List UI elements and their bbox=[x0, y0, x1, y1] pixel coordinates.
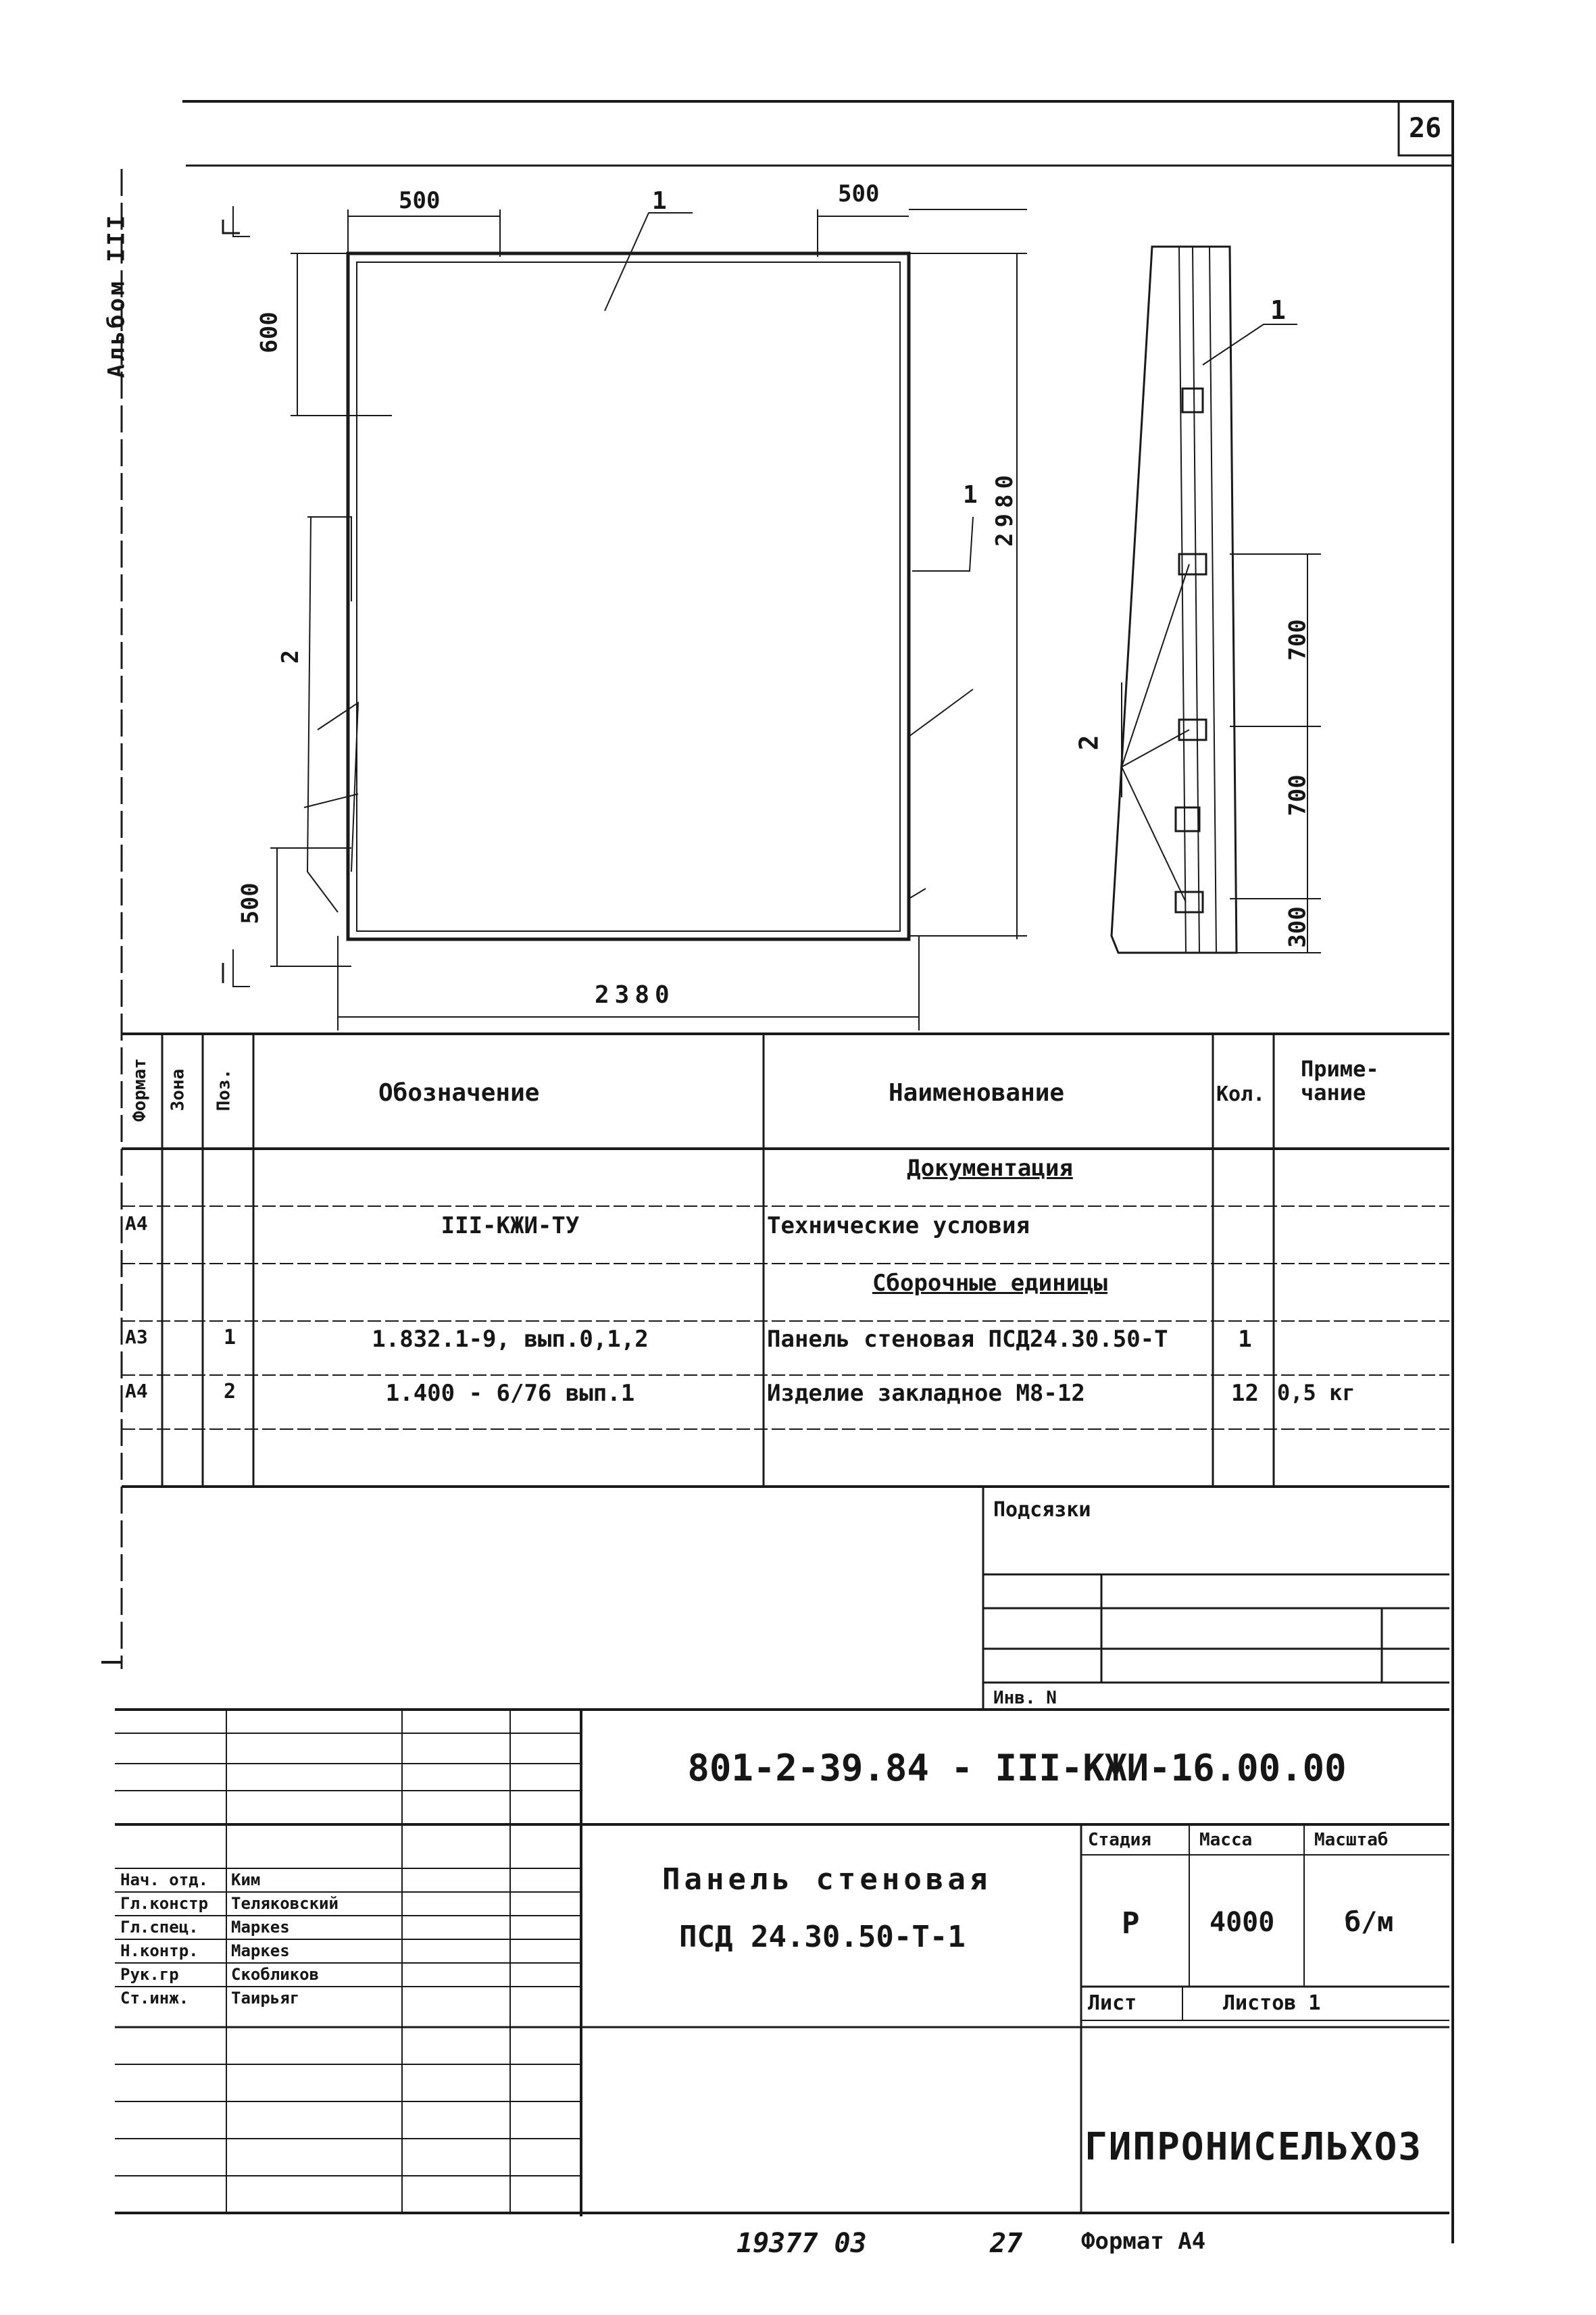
cell-qty: 1 bbox=[1238, 1326, 1252, 1353]
dim-top-left: 500 bbox=[399, 187, 441, 214]
mass-label: Масса bbox=[1199, 1830, 1253, 1850]
cell-name: Панель стеновая ПСД24.30.50-Т bbox=[767, 1326, 1168, 1353]
album-label: Альбом III bbox=[103, 212, 130, 378]
header-format: Формат bbox=[129, 1058, 150, 1122]
front-callout-1b: 1 bbox=[963, 481, 978, 509]
signature-name: Маркеs bbox=[231, 1941, 290, 1960]
cell-name: Изделие закладное М8-12 bbox=[767, 1380, 1085, 1407]
front-callout-2: 2 bbox=[277, 649, 305, 664]
side-callout-1: 1 bbox=[1270, 295, 1286, 325]
cell-format: А3 bbox=[125, 1326, 148, 1348]
signature-name: Скобликов bbox=[231, 1965, 320, 1984]
signature-role: Нач. отд. bbox=[120, 1870, 209, 1889]
links-label: Подсязки bbox=[993, 1498, 1091, 1522]
cell-designation: 1.400 - 6/76 вып.1 bbox=[385, 1380, 635, 1407]
organization: ГИПРОНИСЕЛЬХОЗ bbox=[1084, 2125, 1423, 2169]
cell-format: А4 bbox=[125, 1380, 148, 1402]
sheet-label: Лист bbox=[1088, 1991, 1137, 2015]
side-callout-2: 2 bbox=[1074, 735, 1104, 751]
side-dim-a: 700 bbox=[1284, 619, 1312, 661]
signature-name: Теляковский bbox=[231, 1894, 339, 1913]
dim-top-right: 500 bbox=[838, 180, 880, 207]
sheets-label: Листов 1 bbox=[1223, 1991, 1321, 2015]
cell-name: Документация bbox=[907, 1155, 1073, 1182]
footer-format-label: Формат А4 bbox=[1081, 2228, 1206, 2255]
footer-sheet-no: 27 bbox=[990, 2228, 1023, 2259]
signature-role: Рук.гр bbox=[120, 1965, 179, 1984]
scale-value: б/м bbox=[1345, 1907, 1394, 1938]
cell-pos: 2 bbox=[223, 1380, 236, 1403]
header-designation: Обозначение bbox=[378, 1079, 540, 1107]
page-number: 26 bbox=[1409, 113, 1442, 144]
dim-right: 2980 bbox=[991, 470, 1018, 547]
mass-value: 4000 bbox=[1210, 1907, 1275, 1938]
side-dim-c: 300 bbox=[1284, 906, 1312, 948]
signature-name: Маркеs bbox=[231, 1918, 290, 1937]
title-line-2: ПСД 24.30.50-Т-1 bbox=[679, 1920, 966, 1954]
signature-role: Гл.констр bbox=[120, 1894, 209, 1913]
cell-format: А4 bbox=[125, 1212, 148, 1235]
document-code: 801-2-39.84 - III-КЖИ-16.00.00 bbox=[687, 1747, 1347, 1789]
header-name: Наименование bbox=[889, 1079, 1065, 1107]
cell-designation: III-КЖИ-ТУ bbox=[441, 1212, 580, 1239]
cell-name: Технические условия bbox=[767, 1212, 1030, 1239]
front-callout-1a: 1 bbox=[652, 187, 667, 215]
cell-note: 0,5 кг bbox=[1277, 1380, 1355, 1405]
inv-label: Инв. N bbox=[993, 1688, 1057, 1708]
cell-qty: 12 bbox=[1231, 1380, 1259, 1407]
signature-name: Таирьяг bbox=[231, 1989, 300, 2008]
footer-number: 19377 03 bbox=[737, 2228, 867, 2259]
header-qty: Кол. bbox=[1216, 1082, 1266, 1106]
dim-left-upper: 600 bbox=[255, 312, 283, 353]
cell-pos: 1 bbox=[223, 1326, 236, 1349]
title-line-1: Панель стеновая bbox=[662, 1862, 992, 1897]
dim-bottom: 2380 bbox=[595, 981, 675, 1009]
signature-role: Гл.спец. bbox=[120, 1918, 199, 1937]
scale-label: Масштаб bbox=[1314, 1830, 1389, 1850]
header-pos: Поз. bbox=[214, 1068, 234, 1112]
stage-label: Стадия bbox=[1088, 1830, 1151, 1850]
header-note: Приме- чание bbox=[1301, 1056, 1379, 1106]
signature-name: Ким bbox=[231, 1870, 261, 1889]
cell-designation: 1.832.1-9, вып.0,1,2 bbox=[372, 1326, 649, 1353]
signature-role: Н.контр. bbox=[120, 1941, 199, 1960]
dim-left-lower: 500 bbox=[236, 882, 264, 924]
header-zone: Зона bbox=[168, 1068, 189, 1112]
signature-role: Ст.инж. bbox=[120, 1989, 189, 2008]
cell-name: Сборочные единицы bbox=[872, 1270, 1107, 1297]
stage-value: Р bbox=[1122, 1906, 1140, 1941]
side-dim-b: 700 bbox=[1284, 774, 1312, 816]
